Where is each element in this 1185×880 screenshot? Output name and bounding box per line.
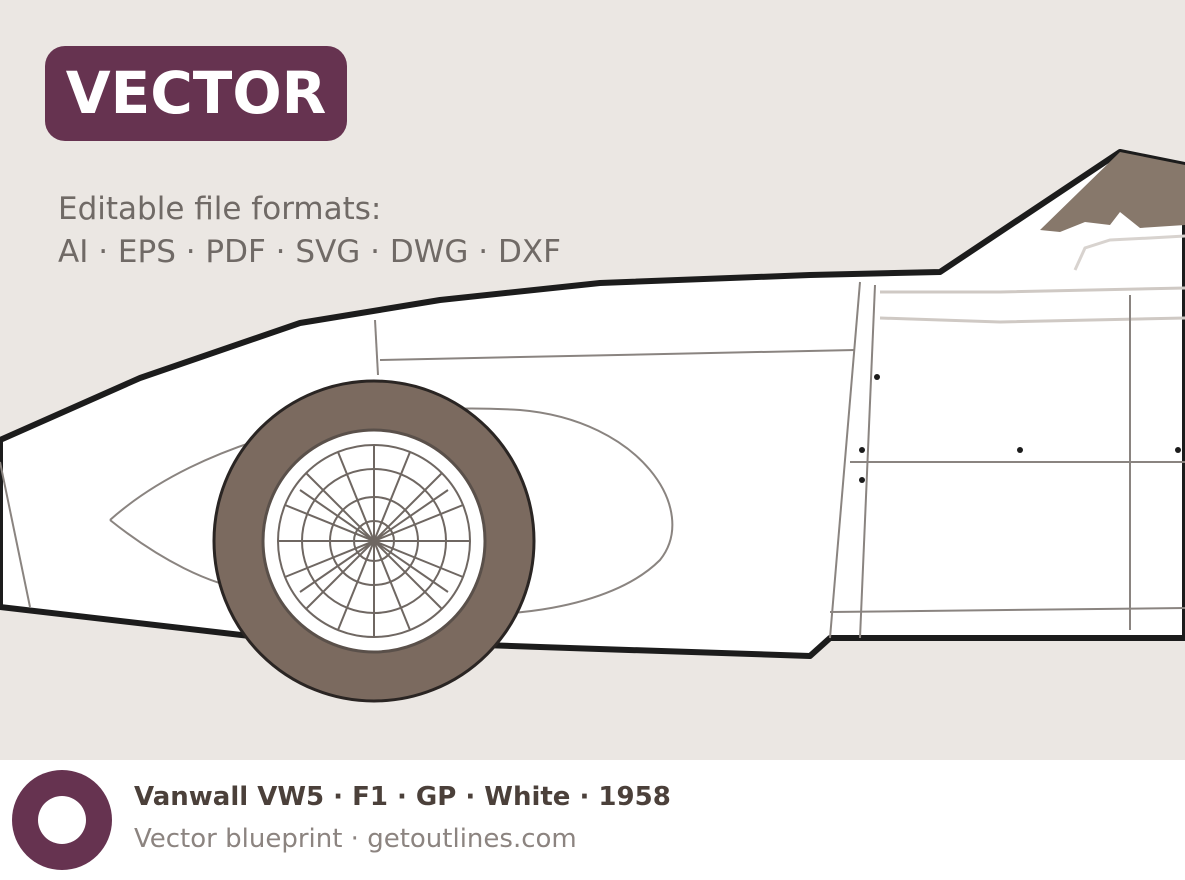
product-title: Vanwall VW5 · F1 · GP · White · 1958 [134, 782, 671, 812]
file-formats-heading: Editable file formats: [58, 191, 382, 227]
windscreen-line [1073, 234, 1185, 271]
ring-logo-icon [12, 770, 112, 870]
hero-panel: VECTOR Editable file formats: AI · EPS ·… [0, 46, 1185, 703]
cockpit-edge-line [880, 286, 1185, 294]
rivet-dots [859, 374, 1181, 483]
car-blueprint-illustration [0, 149, 1185, 703]
product-subtitle: Vector blueprint · getoutlines.com [134, 824, 577, 854]
footer-bar: Vanwall VW5 · F1 · GP · White · 1958 Vec… [0, 760, 1185, 880]
file-formats-list: AI · EPS · PDF · SVG · DWG · DXF [58, 234, 561, 270]
front-wheel [212, 379, 536, 703]
cockpit-fairing [1040, 152, 1185, 232]
vector-badge: VECTOR [45, 46, 347, 141]
panel-lines [0, 281, 1185, 639]
cockpit-edge-line-2 [879, 316, 1185, 324]
file-formats-block: Editable file formats: AI · EPS · PDF · … [58, 188, 561, 274]
